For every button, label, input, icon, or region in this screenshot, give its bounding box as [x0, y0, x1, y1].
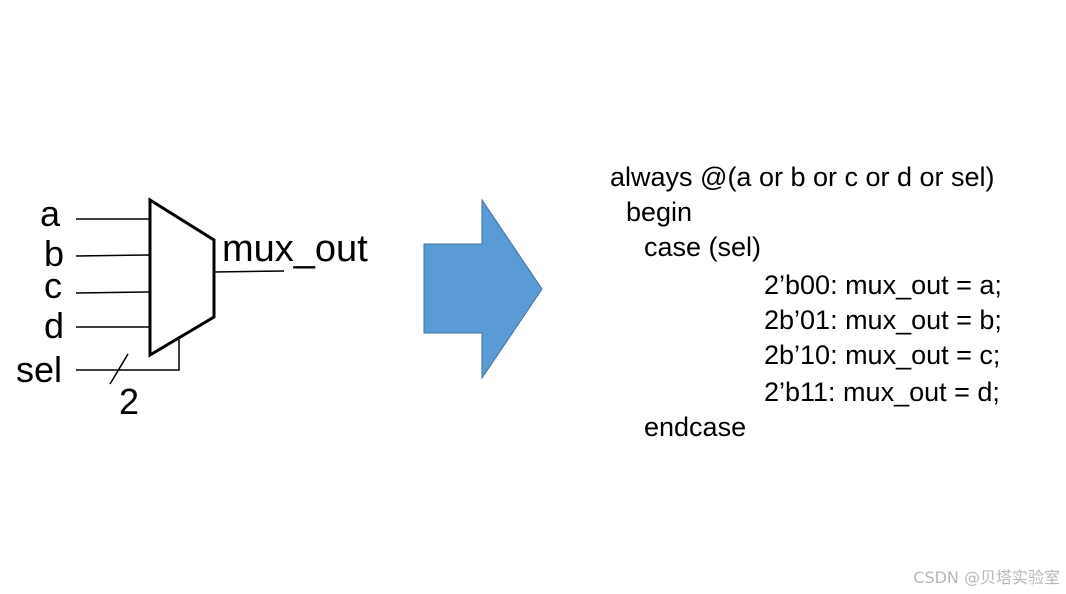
- mux-output-label: mux_out: [222, 228, 368, 270]
- select-bus-width-label: 2: [119, 381, 140, 422]
- mux-input-d-label: d: [44, 305, 65, 346]
- code-line-begin: begin: [626, 197, 693, 227]
- code-line-case-00: 2’b00: mux_out = a;: [764, 270, 1002, 300]
- mux-input-c-label: c: [44, 265, 62, 306]
- code-line-case-10: 2b’10: mux_out = c;: [764, 340, 1001, 370]
- wire-input-c: [75, 291, 150, 294]
- mux-body: [148, 197, 216, 358]
- code-line-endcase: endcase: [644, 412, 747, 442]
- wire-input-b: [75, 254, 150, 257]
- code-line-always: always @(a or b or c or d or sel): [610, 162, 995, 192]
- wire-output: [213, 270, 285, 273]
- watermark: CSDN @贝塔实验室: [913, 568, 1060, 587]
- bus-width-slash: [109, 353, 129, 385]
- mux-input-a-label: a: [40, 193, 61, 234]
- code-line-case: case (sel): [644, 232, 762, 262]
- wire-select: [76, 336, 180, 371]
- code-line-case-11: 2’b11: mux_out = d;: [764, 377, 1000, 407]
- code-line-case-01: 2b’01: mux_out = b;: [764, 305, 1002, 335]
- transform-arrow: [423, 198, 543, 380]
- mux-select-label: sel: [16, 349, 63, 390]
- mux-input-b-label: b: [44, 233, 65, 274]
